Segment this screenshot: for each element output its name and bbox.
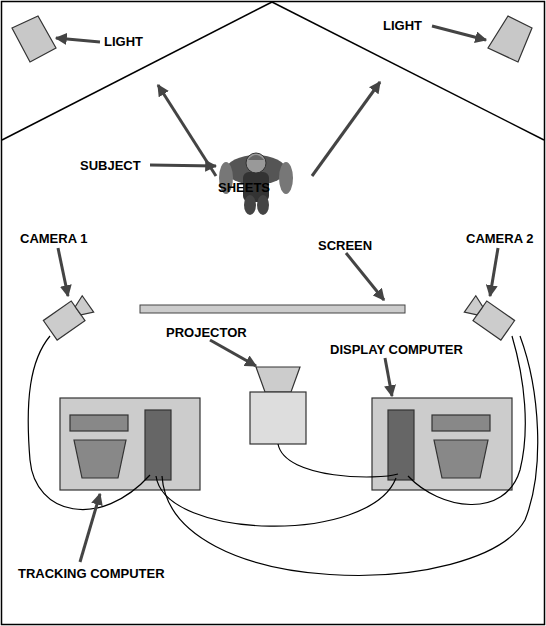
display-computer-symbol [372,398,512,490]
computer-label: DISPLAY COMPUTER [330,342,463,357]
screen-bar [140,305,405,313]
light-symbol [12,16,56,62]
camera-label: CAMERA 2 [466,231,533,246]
screen-label: SCREEN [318,238,372,253]
camera-symbol [463,294,514,340]
camera-label: CAMERA 1 [20,231,87,246]
subject-label: SUBJECT [80,158,141,173]
camera-symbol [43,294,94,340]
computer-label: TRACKING COMPUTER [18,566,165,581]
light-label: LIGHT [383,18,422,33]
subject-figure [219,153,293,215]
sheets [2,2,544,140]
projector-symbol [250,367,306,444]
cables [28,336,538,575]
light-symbol [488,16,532,62]
light-label: LIGHT [104,34,143,49]
leader-arrows [56,26,498,562]
tracking-computer-symbol [60,398,200,490]
sheets-label: SHEETS [218,180,270,195]
projector-label: PROJECTOR [166,325,247,340]
